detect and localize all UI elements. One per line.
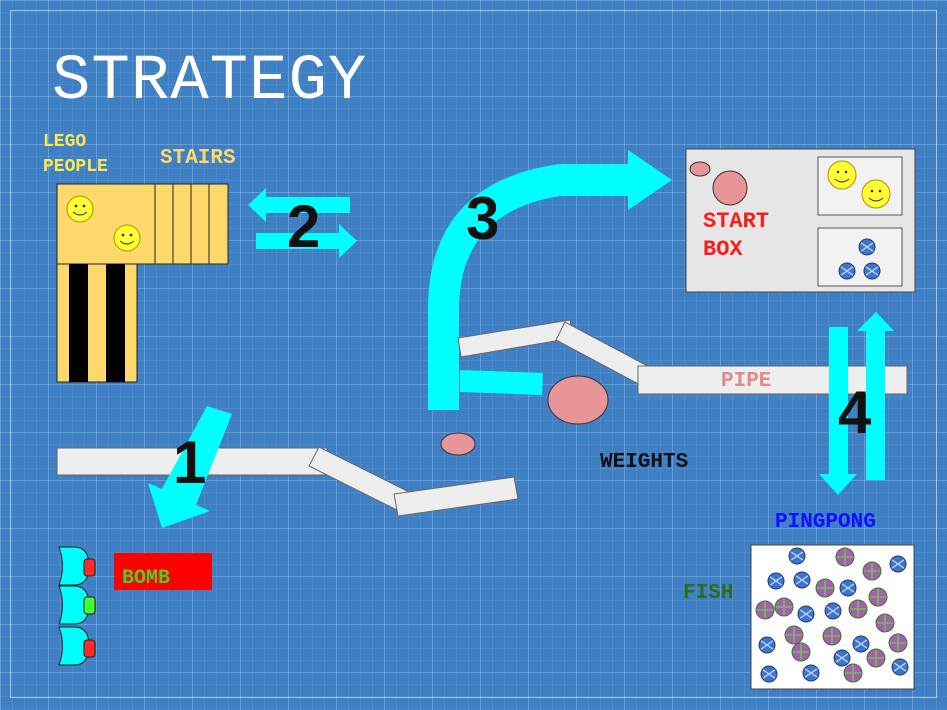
start-box: [685, 148, 916, 293]
slide-frame: [10, 10, 937, 698]
page-title: STRATEGY: [52, 46, 368, 118]
step-number-2: 2: [287, 193, 321, 260]
weight-large: [547, 375, 609, 425]
fish-ball-icon: [791, 642, 811, 662]
fish-ball-icon: [815, 578, 835, 598]
fish-ball-icon: [848, 599, 868, 619]
weight-small: [440, 432, 476, 456]
label-pipe: PIPE: [721, 370, 772, 393]
bomb-group: [58, 546, 96, 666]
fish-ball-icon: [862, 561, 882, 581]
pingpong-ball-icon: [838, 262, 856, 280]
pipe-shape: [637, 365, 908, 395]
pingpong-ball-icon: [863, 262, 881, 280]
pingpong-ball-icon: [760, 665, 778, 683]
step-number-3: 3: [466, 185, 500, 252]
fish-ball-icon: [822, 626, 842, 646]
step-number-1: 1: [173, 429, 207, 496]
smiley-icon: [66, 195, 94, 223]
lego-area: [56, 183, 229, 383]
fish-ball-icon: [875, 613, 895, 633]
pingpong-ball-icon: [839, 579, 857, 597]
label-weights: WEIGHTS: [600, 451, 689, 474]
pingpong-ball-icon: [802, 664, 820, 682]
arrow-down-left: [148, 406, 232, 528]
pingpong-ball-icon: [833, 649, 851, 667]
bomb-box: [114, 553, 212, 590]
label-pingpong: PINGPONG: [775, 511, 876, 534]
pingpong-ball-icon: [824, 602, 842, 620]
fish-ball-icon: [755, 600, 775, 620]
arrow-left: [248, 188, 350, 222]
fish-ball-icon: [843, 663, 863, 683]
stair-step: [190, 183, 210, 265]
arrow-down: [819, 327, 857, 495]
fish-ball-icon: [774, 597, 794, 617]
pingpong-ball-icon: [852, 635, 870, 653]
pingpong-ball-icon: [889, 555, 907, 573]
curved-arrow: [428, 150, 672, 410]
fish-ball-icon: [835, 547, 855, 567]
label-lego-people: LEGO PEOPLE: [43, 132, 108, 177]
pingpong-ball-icon: [758, 636, 776, 654]
fish-ball-icon: [784, 625, 804, 645]
label-fish: FISH: [683, 582, 734, 605]
smiley-icon: [827, 160, 857, 190]
pingpong-ball-icon: [858, 238, 876, 256]
pingpong-ball-icon: [793, 571, 811, 589]
fish-ball-icon: [868, 587, 888, 607]
lower-track: [56, 446, 519, 517]
fish-ball-icon: [866, 648, 886, 668]
pingpong-ball-icon: [788, 547, 806, 565]
pingpong-ball-icon: [767, 572, 785, 590]
label-start-box: START BOX: [703, 209, 770, 262]
pingpong-ball-icon: [891, 658, 909, 676]
smiley-icon: [113, 224, 141, 252]
stair-step: [172, 183, 192, 265]
arrow-right: [256, 224, 357, 258]
fish-ball-icon: [888, 633, 908, 653]
upper-track: [457, 319, 908, 395]
smiley-icon: [861, 179, 891, 209]
step-number-4: 4: [838, 379, 872, 446]
pingpong-ball-icon: [797, 605, 815, 623]
arrow-up: [857, 312, 894, 480]
label-bomb: BOMB: [122, 567, 171, 590]
stair-step: [208, 183, 229, 265]
stair-step: [154, 183, 174, 265]
label-stairs: STAIRS: [160, 147, 236, 170]
